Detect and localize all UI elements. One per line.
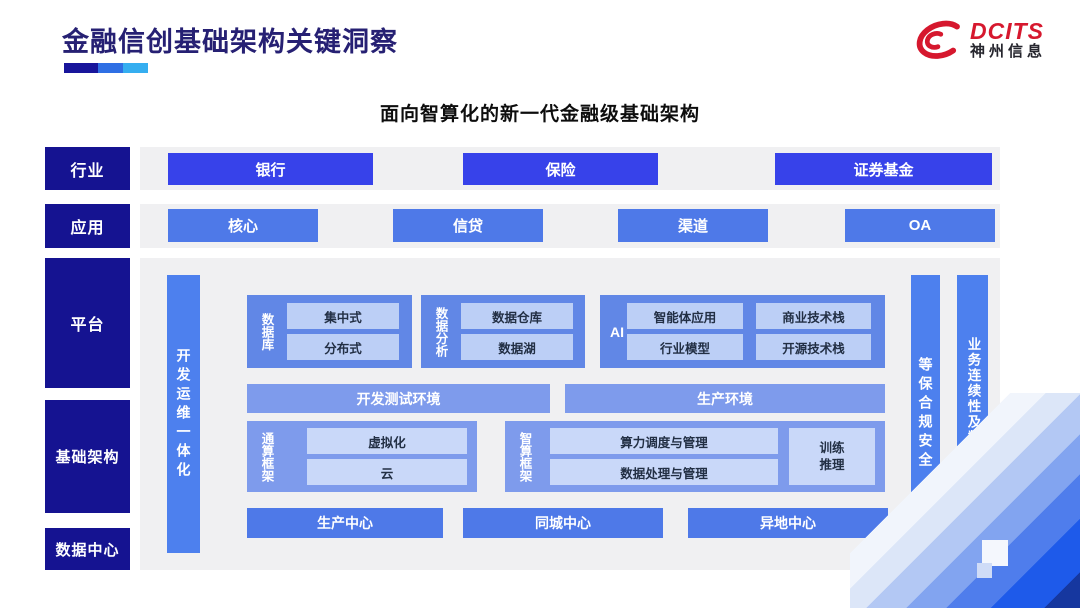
corner-square-decoration <box>982 540 1008 566</box>
devops-vertical-bar: 开发运维一体化 <box>167 275 200 553</box>
application-block-core: 核心 <box>168 209 318 242</box>
analytics-group-label: 数据分析 <box>433 306 448 357</box>
logo-company: 神州信息 <box>969 43 1046 61</box>
application-block-credit: 信贷 <box>393 209 543 242</box>
ai-item-agent-apps: 智能体应用 <box>627 303 743 329</box>
datacenter-block-remote: 异地中心 <box>688 508 888 538</box>
security-compliance-bar: 等保合规安全 <box>911 275 940 553</box>
platform-area-track: 开发运维一体化 数据库 集中式 分布式 数据分析 数据仓库 数据湖 AI 智能体… <box>140 258 1000 570</box>
ai-item-industry-models: 行业模型 <box>627 334 743 360</box>
database-group: 数据库 集中式 分布式 <box>247 295 412 368</box>
intelligent-item-scheduling: 算力调度与管理 <box>550 428 778 454</box>
industry-block-insurance: 保险 <box>463 153 658 185</box>
training-inference-box: 训练 推理 <box>789 428 875 485</box>
security-compliance-bar-label: 等保合规安全 <box>917 357 934 471</box>
layer-label-application: 应用 <box>45 204 130 248</box>
corner-square-decoration <box>977 563 992 578</box>
layer-label-infrastructure: 基础架构 <box>45 400 130 513</box>
general-compute-framework: 通算框架 虚拟化 云 <box>247 421 477 492</box>
production-environment-bar: 生产环境 <box>565 384 885 413</box>
logo-brand: DCITS <box>969 17 1044 44</box>
intelligent-compute-framework-label: 智算框架 <box>517 431 532 482</box>
logo-text: DCITS 神州信息 <box>969 17 1046 62</box>
database-group-label: 数据库 <box>259 312 274 351</box>
layer-label-datacenter: 数据中心 <box>45 528 130 570</box>
layer-label-industry: 行业 <box>45 147 130 190</box>
intelligent-compute-framework: 智算框架 算力调度与管理 数据处理与管理 训练 推理 <box>505 421 885 492</box>
intelligent-item-data-mgmt: 数据处理与管理 <box>550 459 778 485</box>
analytics-item-lake: 数据湖 <box>461 334 573 360</box>
ai-group-label: AI <box>610 323 624 340</box>
general-compute-framework-label: 通算框架 <box>259 431 274 482</box>
ai-group: AI 智能体应用 商业技术栈 行业模型 开源技术栈 <box>600 295 885 368</box>
application-row-track: 核心 信贷 渠道 OA <box>140 204 1000 248</box>
devops-vertical-bar-label: 开发运维一体化 <box>175 347 192 481</box>
general-item-cloud: 云 <box>307 459 467 485</box>
devtest-environment-bar: 开发测试环境 <box>247 384 550 413</box>
accent-segment <box>123 63 148 73</box>
application-block-channel: 渠道 <box>618 209 768 242</box>
title-accent-bar <box>64 63 148 73</box>
database-item-distributed: 分布式 <box>287 334 399 360</box>
logo: DCITS 神州信息 <box>909 18 1046 62</box>
business-continuity-bar: 业务连续性及数据保护 <box>957 275 988 553</box>
accent-segment <box>98 63 123 73</box>
database-item-centralized: 集中式 <box>287 303 399 329</box>
analytics-item-warehouse: 数据仓库 <box>461 303 573 329</box>
industry-row-track: 银行 保险 证券基金 <box>140 147 1000 190</box>
application-block-oa: OA <box>845 209 995 242</box>
industry-block-securities: 证券基金 <box>775 153 992 185</box>
ai-item-opensource-stack: 开源技术栈 <box>756 334 871 360</box>
accent-segment <box>64 63 98 73</box>
analytics-group: 数据分析 数据仓库 数据湖 <box>421 295 585 368</box>
datacenter-block-production: 生产中心 <box>247 508 443 538</box>
swirl-icon <box>916 20 960 59</box>
ai-item-commercial-stack: 商业技术栈 <box>756 303 871 329</box>
page-title: 金融信创基础架构关键洞察 <box>62 27 398 57</box>
general-item-virtualization: 虚拟化 <box>307 428 467 454</box>
layer-label-platform: 平台 <box>45 258 130 388</box>
business-continuity-bar-label: 业务连续性及数据保护 <box>965 336 981 492</box>
diagram-title: 面向智算化的新一代金融级基础架构 <box>379 104 700 125</box>
industry-block-bank: 银行 <box>168 153 373 185</box>
datacenter-block-samecity: 同城中心 <box>463 508 663 538</box>
